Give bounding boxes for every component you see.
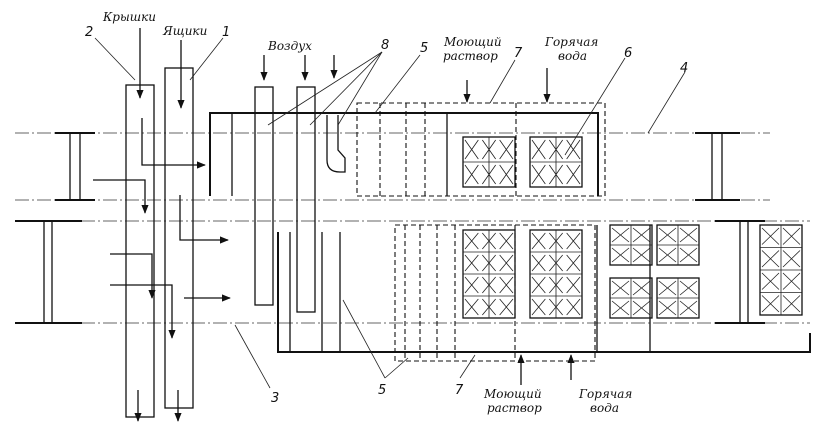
ref-7-top: 7 (514, 46, 523, 61)
spray-nozzle-block (462, 229, 516, 319)
ref-5-bottom: 5 (378, 383, 386, 398)
air-blowers (254, 55, 346, 313)
spray-nozzle-block (609, 224, 653, 266)
lids-return-path (93, 179, 149, 214)
bottom-chamber (394, 224, 596, 362)
machine-housing (209, 112, 811, 353)
reference-numbers: 1 2 3 4 5 5 6 7 7 8 (85, 25, 688, 406)
ref-3: 3 (271, 391, 279, 406)
air-nozzle-1 (254, 86, 274, 306)
spray-nozzle-block (529, 136, 583, 188)
spray-nozzle-blocks (462, 136, 803, 319)
ref-2: 2 (85, 25, 93, 40)
supply-lines (463, 68, 575, 385)
spray-nozzle-block (609, 277, 653, 319)
bottom-housing (277, 232, 811, 353)
label-boxes: Ящики (162, 24, 207, 38)
label-wash-top-2: раствор (443, 49, 498, 63)
spray-nozzle-block (759, 224, 803, 316)
label-wash-bottom-1: Моющий (483, 387, 542, 401)
spray-nozzle-block (656, 224, 700, 266)
ref-8: 8 (381, 38, 389, 53)
leader-lines (94, 37, 686, 389)
vertical-conveyors (93, 28, 231, 422)
boxes-out-path (110, 253, 156, 299)
lids-conveyor (125, 84, 155, 418)
label-hot-top-1: Горячая (544, 35, 598, 49)
label-air: Воздух (267, 39, 312, 53)
frame-beams (15, 132, 810, 324)
air-nozzle-2 (296, 86, 316, 313)
label-lids: Крышки (102, 10, 156, 24)
ref-4: 4 (680, 61, 688, 76)
label-hot-top-2: вода (558, 49, 587, 63)
spray-nozzle-block (462, 136, 516, 188)
lids-transfer-path (141, 118, 206, 169)
boxes-drop-path (110, 284, 176, 339)
i-beam-right-bottom (715, 220, 765, 324)
top-chamber (356, 102, 606, 197)
label-wash-bottom-2: раствор (487, 401, 542, 415)
label-hot-bottom-2: вода (590, 401, 619, 415)
label-wash-top-1: Моющий (443, 35, 502, 49)
ref-5-top: 5 (420, 41, 428, 56)
boxes-conveyor (164, 67, 194, 409)
ref-6: 6 (624, 46, 632, 61)
i-beam-left-top (55, 132, 95, 201)
ref-1: 1 (222, 25, 230, 40)
boxes-in-path (179, 195, 229, 244)
washing-chambers (356, 102, 606, 362)
spray-nozzle-block (529, 229, 583, 319)
i-beam-right-top (695, 132, 740, 201)
air-nozzle-3 (326, 115, 346, 173)
spray-nozzle-block (656, 277, 700, 319)
top-housing (209, 112, 599, 196)
ref-7-bottom: 7 (455, 383, 464, 398)
i-beam-left-bottom (15, 220, 82, 324)
text-labels: Крышки Ящики Воздух Моющий раствор Горяч… (102, 10, 632, 415)
label-hot-bottom-1: Горячая (578, 387, 632, 401)
